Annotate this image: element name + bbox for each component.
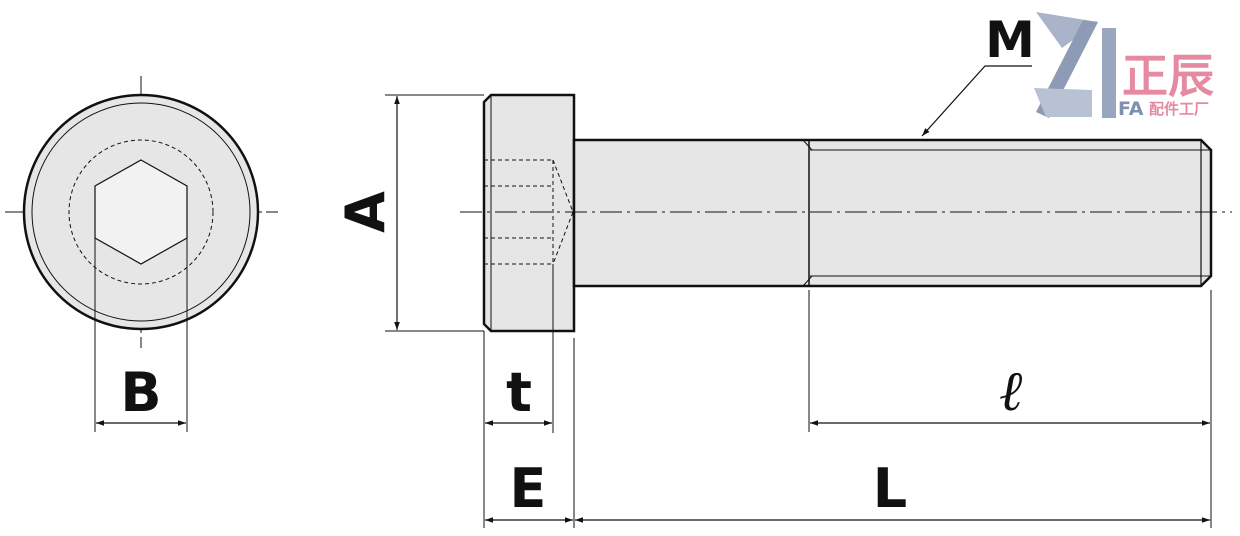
bolt-shank (572, 138, 1213, 288)
dim-label-L: L (873, 457, 907, 520)
bolt-head (482, 93, 576, 333)
brand-logo: 正辰 FA 配件工厂 (1034, 12, 1214, 120)
logo-vertical-bar (1102, 28, 1116, 118)
socket-hidden-circle (68, 139, 214, 285)
dim-label-t: t (506, 361, 532, 424)
m-leader-line (921, 65, 1032, 137)
dim-label-e: E (510, 457, 547, 520)
logo-fa-text: FA (1118, 98, 1144, 120)
logo-subtitle-text: 配件工厂 (1149, 100, 1209, 118)
head-chamfer-circle (31, 102, 251, 322)
thread-runout-bottom (802, 275, 813, 287)
dim-label-m: M (985, 11, 1035, 69)
logo-shape-bottom (1034, 88, 1092, 117)
end-view: B (5, 76, 278, 432)
socket-hidden-lines (484, 159, 574, 265)
dim-label-thread-length: ℓ (1000, 358, 1024, 424)
thread-runout-top (802, 139, 813, 151)
logo-chinese-text: 正辰 (1122, 49, 1214, 103)
hex-socket (94, 159, 188, 265)
side-view: A t E L ℓ M (334, 11, 1232, 528)
dim-label-a: A (334, 191, 397, 233)
dim-label-b: B (120, 361, 161, 424)
